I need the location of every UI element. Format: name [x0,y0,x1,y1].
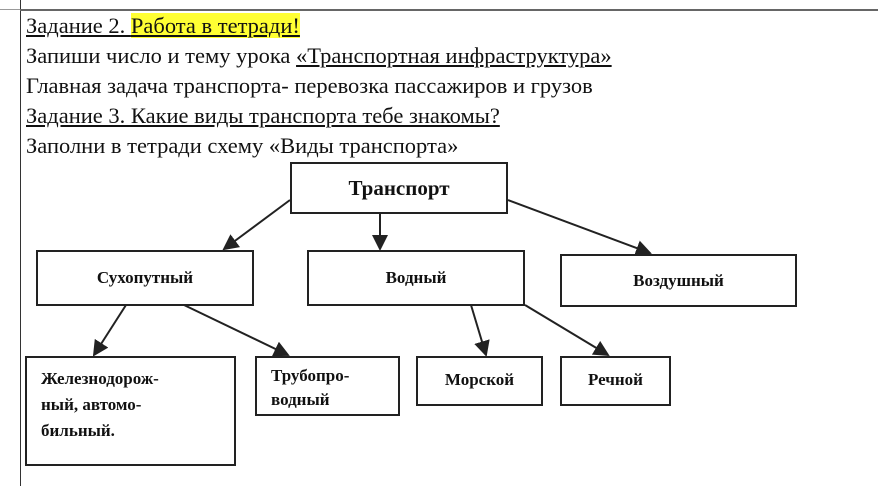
arrow-land-pipe [183,304,290,357]
arrow-land-rail [92,304,127,357]
task2-highlight: Работа в тетради! [130,13,300,38]
table-border-top [20,9,878,11]
main-task-line: Главная задача транспорта- перевозка пас… [26,73,593,98]
task2-heading: Задание 2. Работа в тетради! [26,11,300,41]
task2-label: Задание 2. [26,13,131,38]
lesson-instruction: Запиши число и тему урока [26,43,297,68]
diagram-water-box: Водный [307,250,525,306]
diagram-rail-auto-box: Железнодорож- ный, автомо- бильный. [25,356,236,466]
lesson-topic: «Транспортная инфраструктура» [296,43,612,68]
border-line [0,9,20,10]
diagram-land-box: Сухопутный [36,250,254,306]
table-border-left [20,0,21,486]
diagram-river-box: Речной [560,356,671,406]
arrow-water-river [524,304,610,357]
arrow-water-sea [470,304,490,357]
lesson-topic-line: Запиши число и тему урока «Транспортная … [26,41,612,71]
task3-heading: Задание 3. Какие виды транспорта тебе зн… [26,103,500,128]
diagram-pipeline-box: Трубопро- водный [255,356,400,416]
arrow-root-land [222,199,291,251]
fill-scheme-line: Заполни в тетради схему «Виды транспорта… [26,133,459,158]
arrow-root-air [507,199,652,256]
diagram-root-box: Транспорт [290,162,508,214]
diagram-sea-box: Морской [416,356,543,406]
diagram-air-box: Воздушный [560,254,797,307]
